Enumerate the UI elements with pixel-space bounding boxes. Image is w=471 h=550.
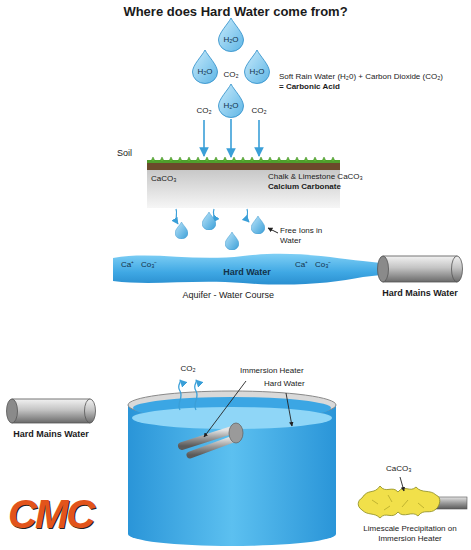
- text-label: Free Ions in Water: [280, 226, 326, 245]
- text-label: Soft Rain Water (H₂0) + Carbon Dioxide (…: [279, 72, 467, 82]
- diagram-title: Where does Hard Water come from?: [0, 4, 471, 20]
- text-label: Immersion Heater: [240, 366, 304, 376]
- pipe-shape: [6, 398, 96, 424]
- drop-node: H₂O: [218, 84, 244, 118]
- drop-text: H₂O: [197, 67, 212, 76]
- drop-text: H₂O: [223, 35, 238, 44]
- stream-node: Ca⁺Co₃⁻Hard WaterCa⁺Co₃⁻Aquifer - Water …: [113, 250, 381, 286]
- pipe-node: Hard Mains Water: [377, 255, 463, 283]
- text-label: = Carbonic Acid: [279, 82, 340, 92]
- stream-text: Hard Water: [223, 267, 271, 277]
- text-label: Chalk & Limestone CaCO₃: [268, 172, 363, 182]
- drop-node: H₂O: [218, 18, 244, 52]
- soil-text: Soil: [117, 148, 132, 158]
- text-label: CO₂: [223, 70, 238, 80]
- stream-text: Co₃⁻: [141, 260, 157, 269]
- pipe-node: Hard Mains Water: [6, 398, 96, 424]
- pipe-text: Hard Mains Water: [382, 288, 458, 298]
- text-label: CO₂: [251, 106, 266, 116]
- text-label: CO₂: [180, 364, 195, 374]
- pipe-shape: [377, 255, 463, 283]
- flow-arrow: [230, 119, 232, 157]
- drop-text: H₂O: [249, 67, 264, 76]
- stream-text: Ca⁺: [295, 260, 308, 269]
- soil-text: CaCO₃: [151, 174, 176, 183]
- drop-node: H₂O: [192, 50, 218, 84]
- text-label: Limescale Precipitation on Immersion Hea…: [351, 524, 469, 543]
- drop-node: H₂O: [244, 50, 270, 84]
- drop-text: H₂O: [223, 101, 238, 110]
- pipe-text: Hard Mains Water: [13, 429, 89, 439]
- text-label: CO₂: [196, 106, 211, 116]
- stream-text: Ca⁺: [121, 260, 134, 269]
- text-label: Hard Water: [264, 379, 305, 389]
- text-label: Calcium Carbonate: [268, 182, 341, 192]
- text-label: CaCO₃: [386, 464, 411, 474]
- stream-text: Aquifer - Water Course: [182, 290, 274, 300]
- stream-text: Co₃⁻: [315, 260, 331, 269]
- logo-text: CMC: [8, 490, 93, 538]
